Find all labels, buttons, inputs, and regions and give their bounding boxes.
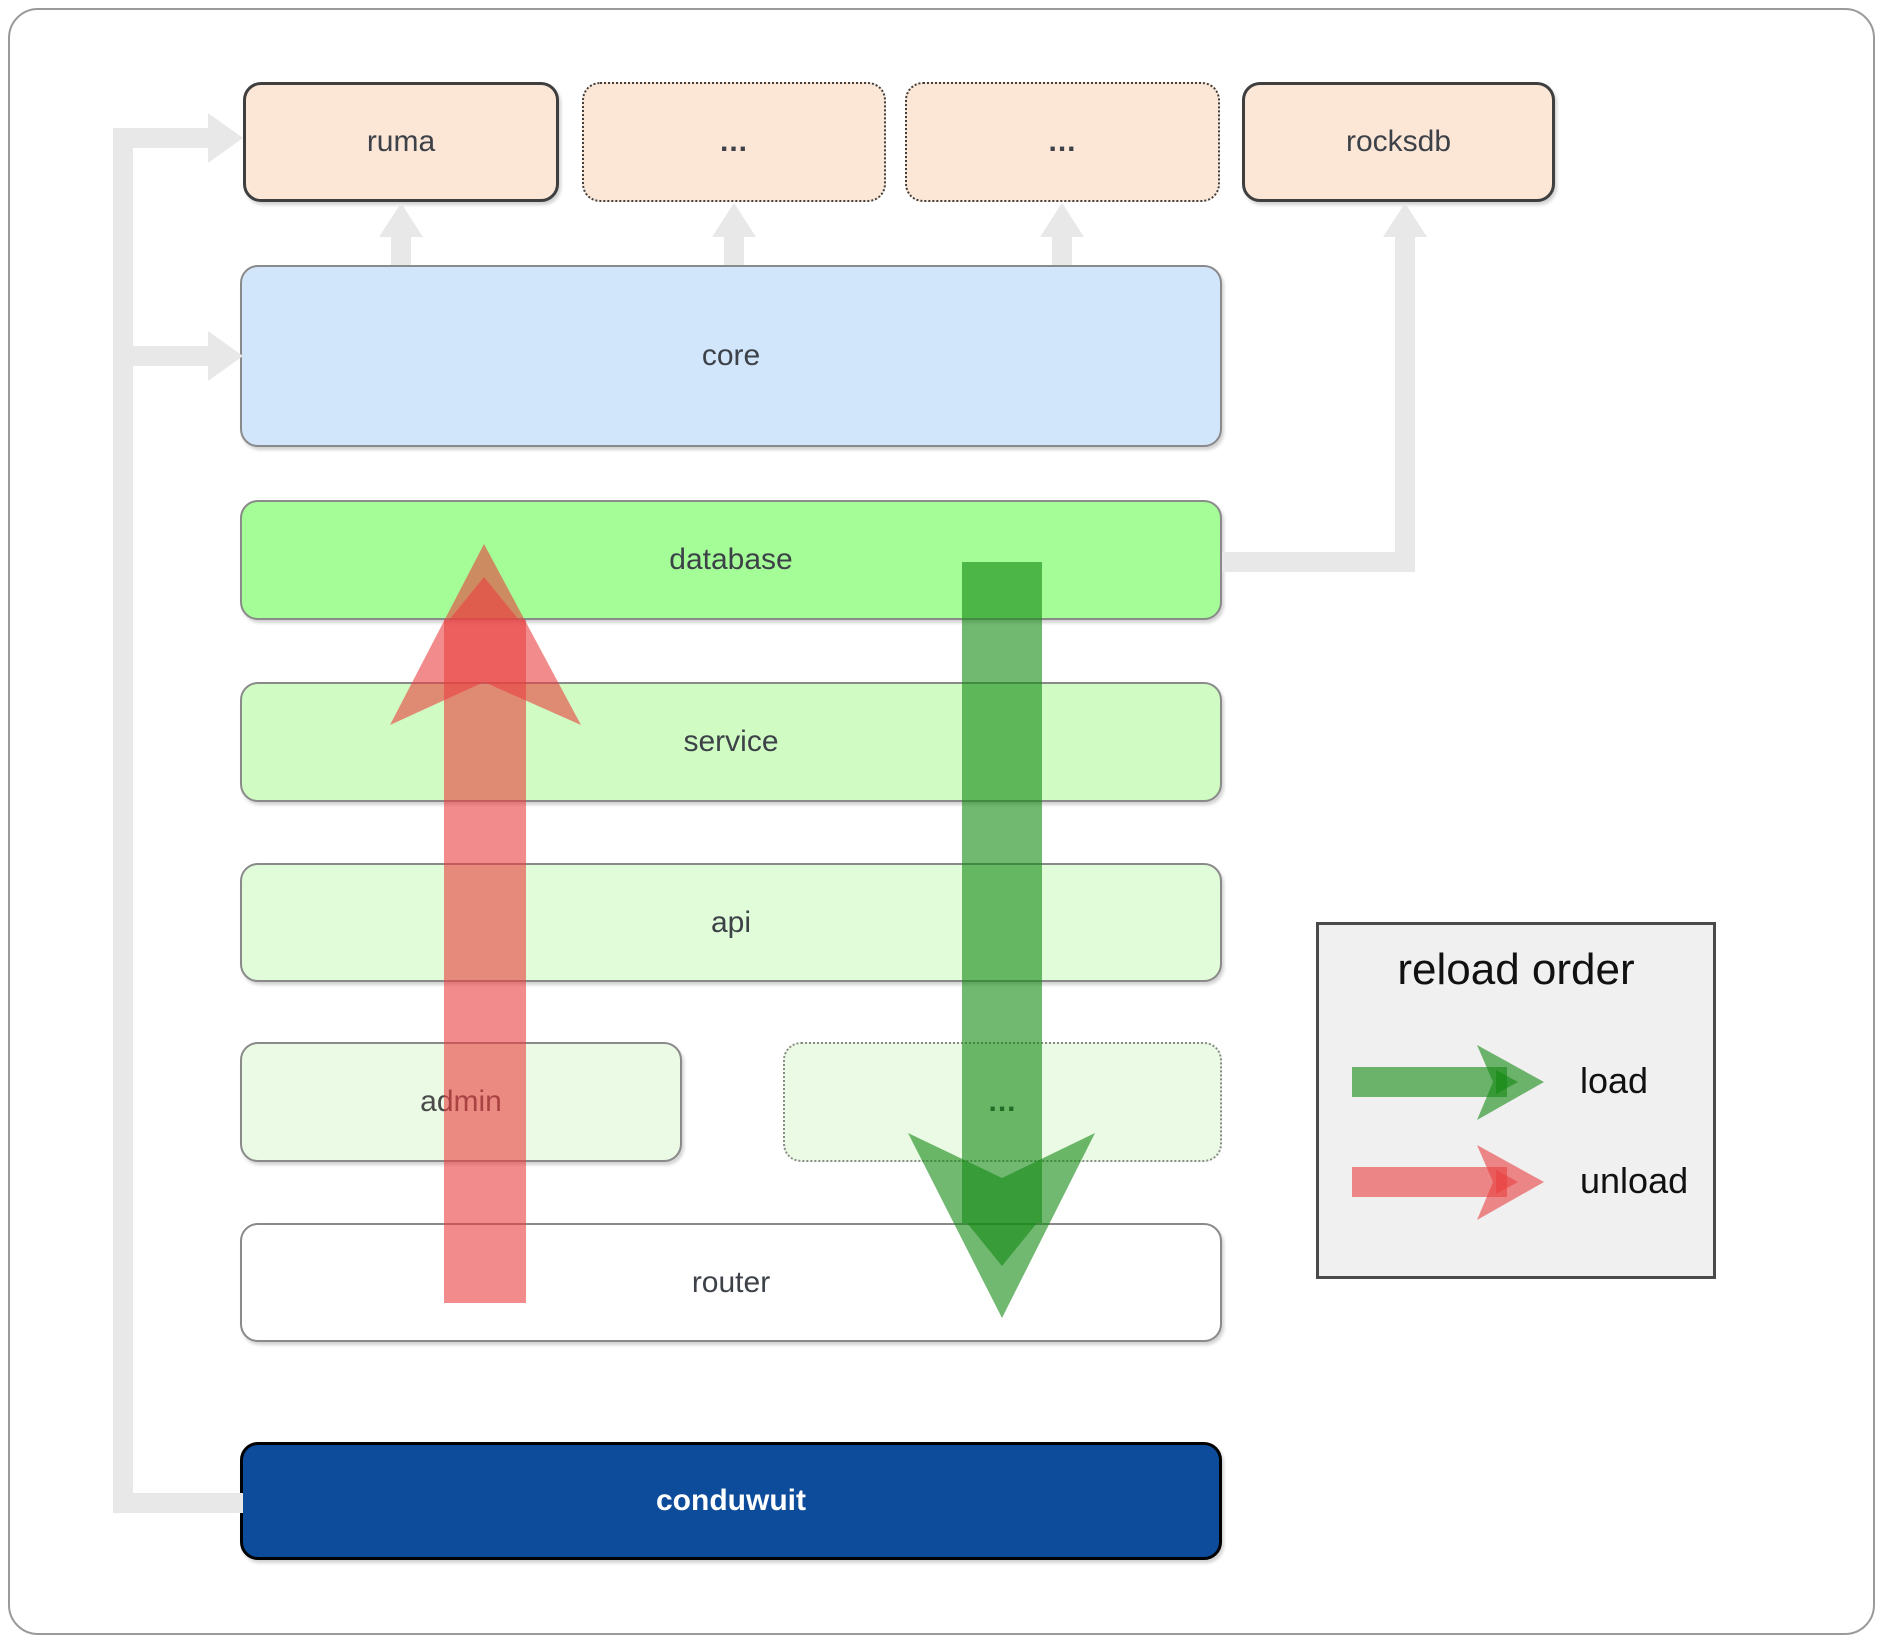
node-conduwuit: conduwuit: [240, 1442, 1222, 1560]
node-rocksdb: rocksdb: [1242, 82, 1555, 202]
node-label: conduwuit: [656, 1484, 806, 1517]
node-ellipsis-3: ...: [783, 1042, 1222, 1162]
legend-title: reload order: [1397, 945, 1635, 994]
node-label: rocksdb: [1345, 125, 1452, 158]
node-router: router: [240, 1223, 1222, 1342]
node-api: api: [240, 863, 1222, 982]
node-ellipsis-1: ...: [582, 82, 886, 202]
node-label: ...: [719, 125, 748, 158]
legend-item-unload: unload: [1580, 1160, 1689, 1201]
node-label: api: [710, 905, 752, 939]
node-label: database: [669, 543, 793, 576]
node-admin: admin: [240, 1042, 682, 1162]
node-label: admin: [420, 1085, 502, 1118]
node-ruma: ruma: [243, 82, 559, 202]
node-database: database: [240, 500, 1222, 620]
legend-item-load: load: [1580, 1060, 1649, 1101]
node-label: core: [701, 339, 761, 372]
diagram-canvas: [8, 8, 1875, 1635]
node-label: ...: [1048, 125, 1077, 158]
node-label: ruma: [366, 125, 436, 158]
node-core: core: [240, 265, 1222, 447]
node-label: ...: [988, 1085, 1017, 1118]
node-label: service: [683, 725, 779, 758]
node-label: router: [691, 1265, 771, 1299]
node-ellipsis-2: ...: [905, 82, 1220, 202]
node-service: service: [240, 682, 1222, 802]
